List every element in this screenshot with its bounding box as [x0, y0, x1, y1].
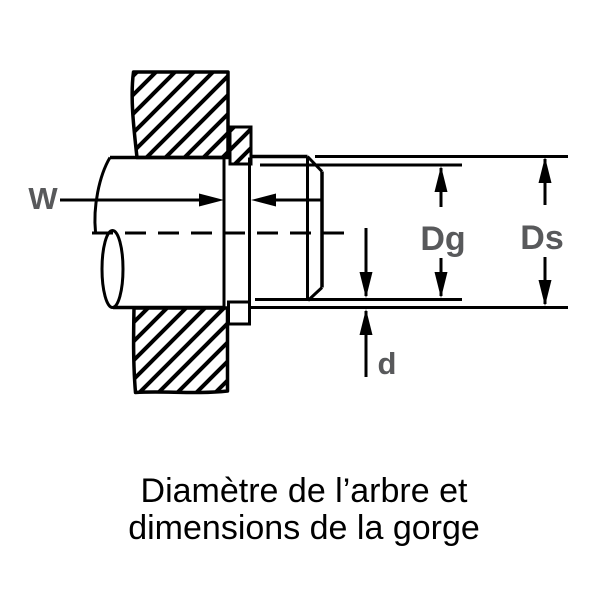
d-arrow-down-icon — [359, 272, 373, 298]
retaining-ring-bottom-section — [227, 300, 251, 326]
caption-line-2: dimensions de la gorge — [128, 509, 480, 547]
w-dimension-label: W — [28, 181, 58, 216]
d-dimension-label: d — [378, 346, 397, 381]
ds-dimension-label: Ds — [520, 219, 563, 257]
ds-arrow-up-icon — [538, 157, 552, 183]
w-arrow-right-icon — [199, 193, 224, 207]
caption-line-1: Diamètre de l’arbre et — [141, 472, 468, 510]
housing-bottom-section — [131, 306, 230, 395]
shaft-break-ellipse — [100, 229, 125, 309]
w-arrow-left-icon — [251, 193, 276, 207]
d-arrow-up-icon — [359, 309, 373, 335]
dg-dimension-label: Dg — [420, 220, 465, 258]
retaining-ring-top-section — [228, 125, 253, 166]
dg-arrow-up-icon — [434, 166, 448, 192]
ds-arrow-down-icon — [538, 280, 552, 306]
dg-arrow-down-icon — [434, 272, 448, 298]
housing-top-section — [130, 70, 230, 160]
shaft-break-curve — [93, 156, 112, 233]
